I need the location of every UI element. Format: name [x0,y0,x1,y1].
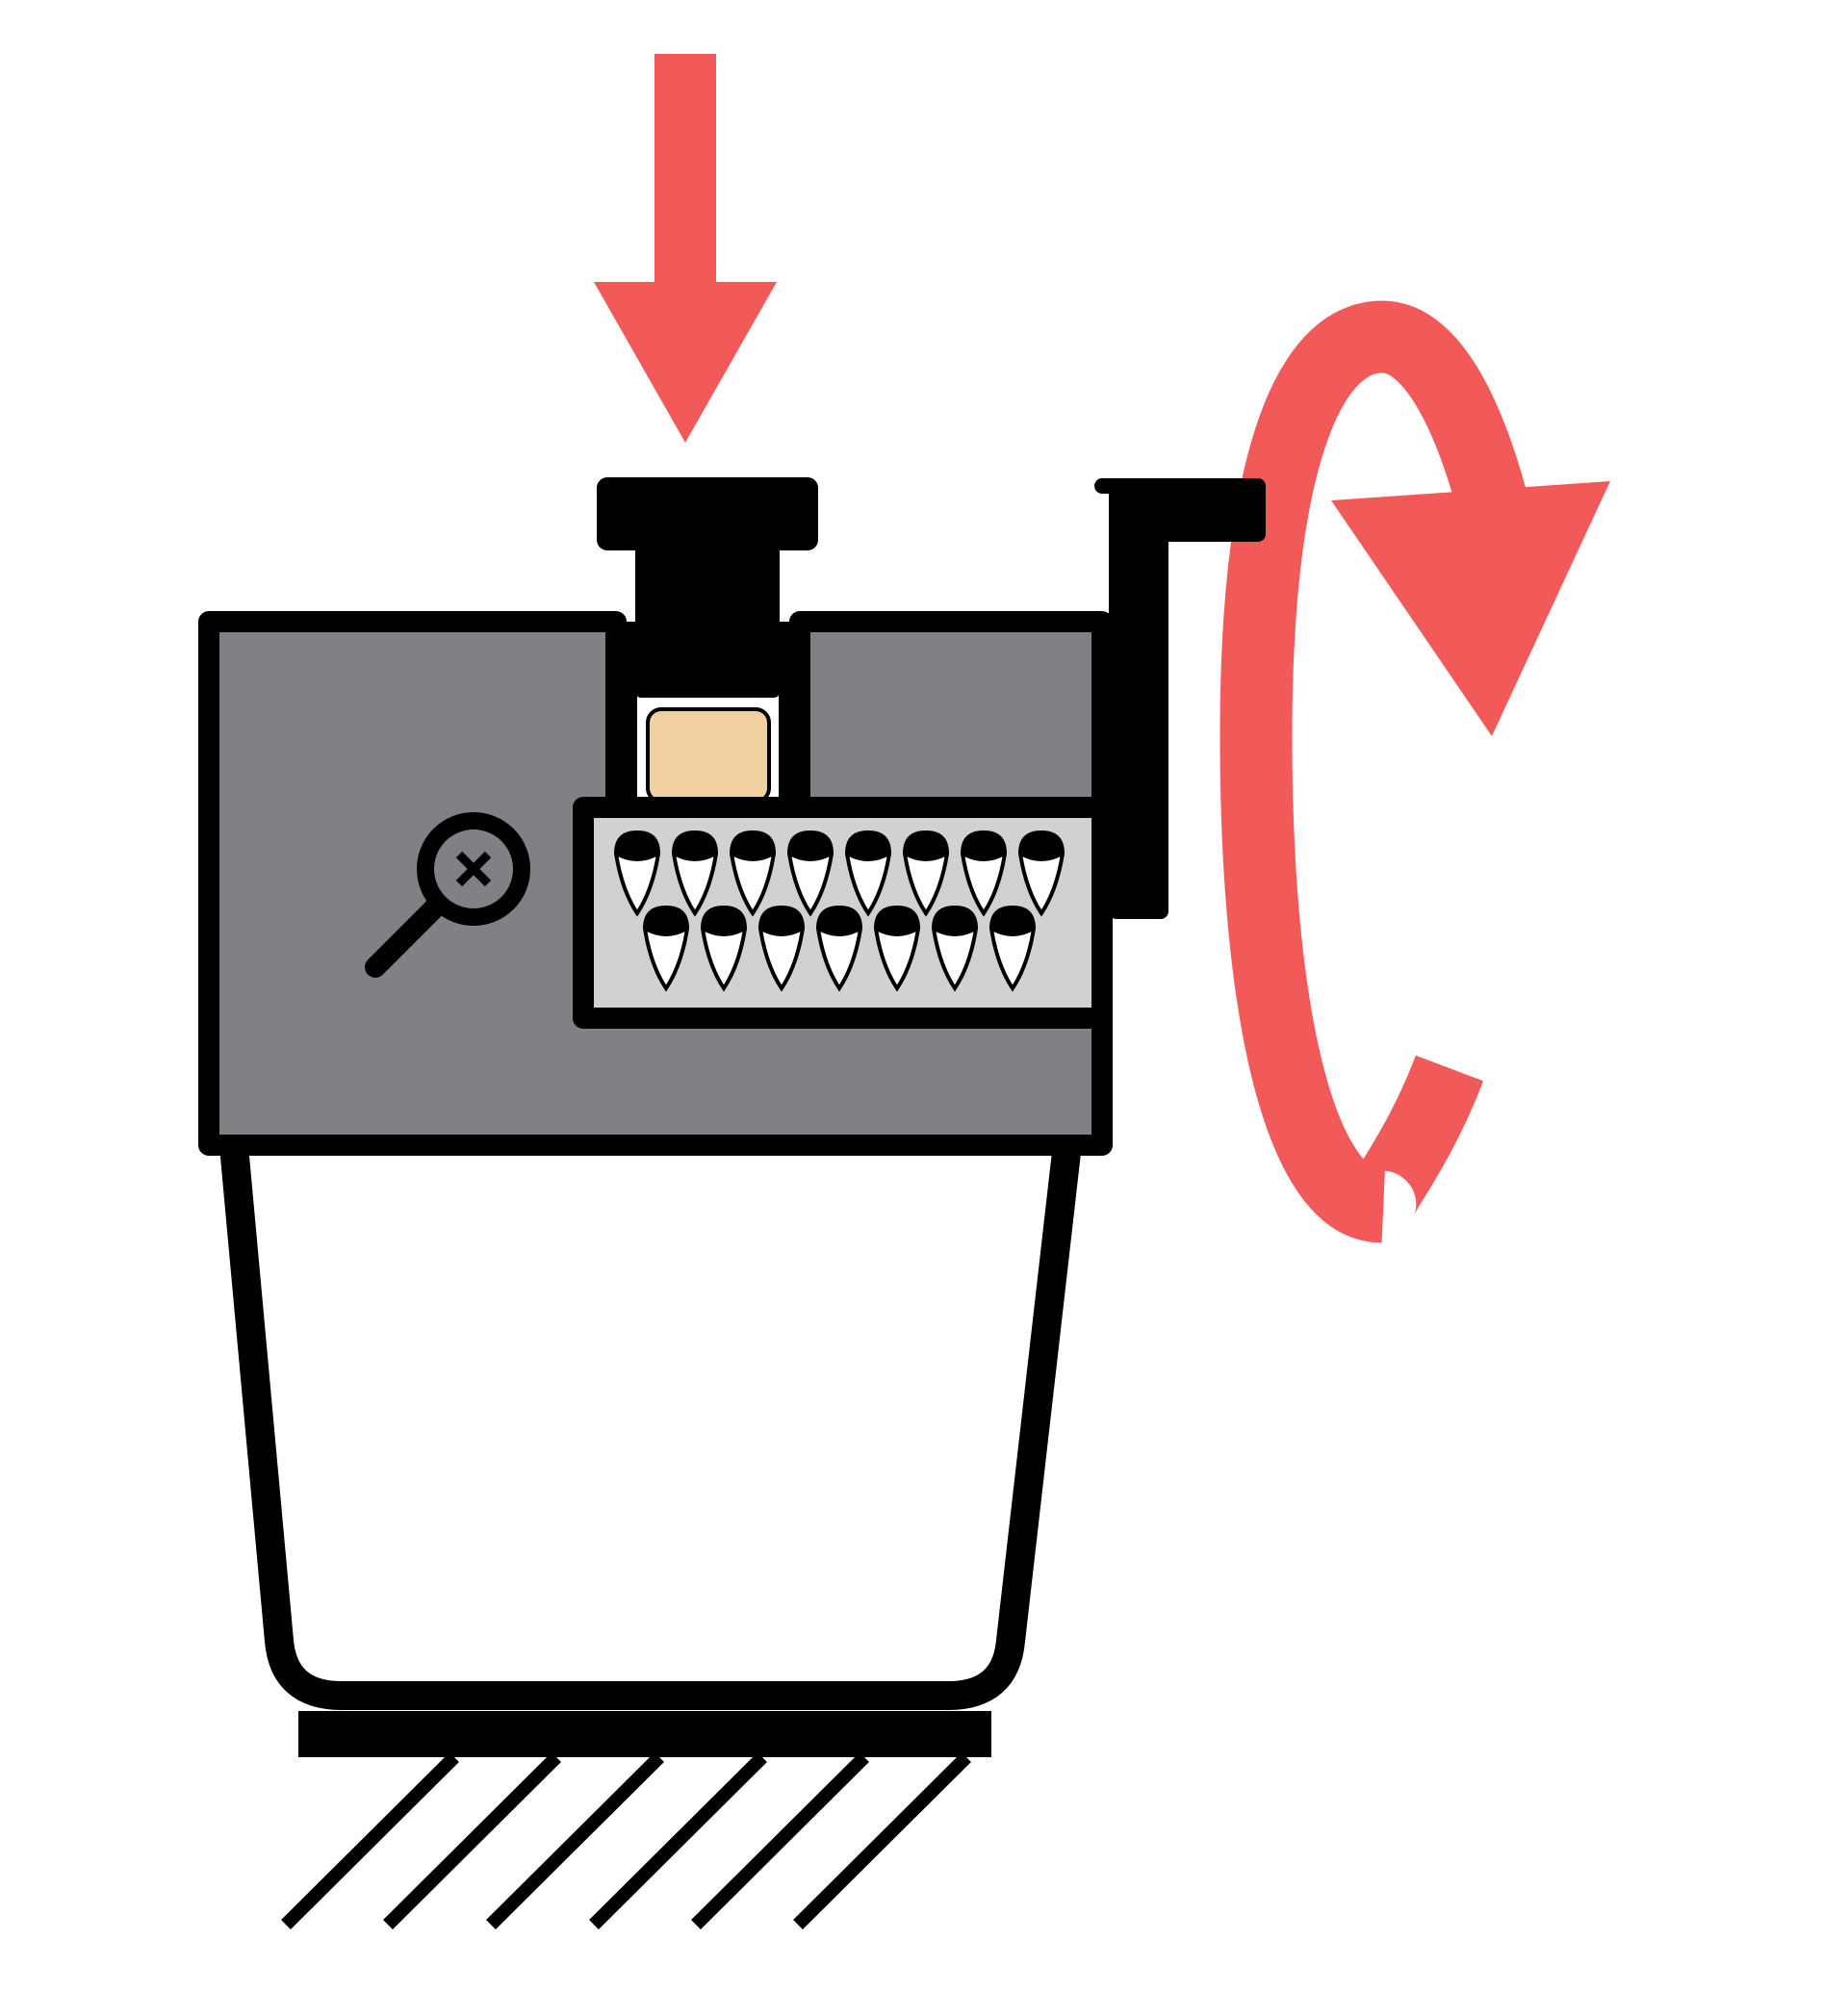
ground-hatch-icon [281,1752,971,1929]
seed [960,830,1008,917]
seed [1017,830,1065,917]
seed [671,830,719,917]
plunger-pad [646,707,771,804]
rotation-arrow-icon [1219,300,1610,1243]
magnifier-x-icon [365,812,530,978]
seed [786,830,834,917]
seed [700,905,748,992]
seed [613,830,661,917]
crank-handle[interactable] [1094,478,1266,919]
down-arrow-icon [594,54,777,443]
base-plate [298,1711,991,1757]
seed [873,905,921,992]
collection-bucket [218,1121,1083,1710]
seed [729,830,777,917]
seed [844,830,892,917]
housing-right [789,611,1113,820]
seed [988,905,1037,992]
seed [931,905,979,992]
seed [815,905,863,992]
seed [757,905,806,992]
seed [642,905,690,992]
plunger[interactable] [597,477,818,804]
seed-drum [573,797,1113,1029]
seed [902,830,950,917]
